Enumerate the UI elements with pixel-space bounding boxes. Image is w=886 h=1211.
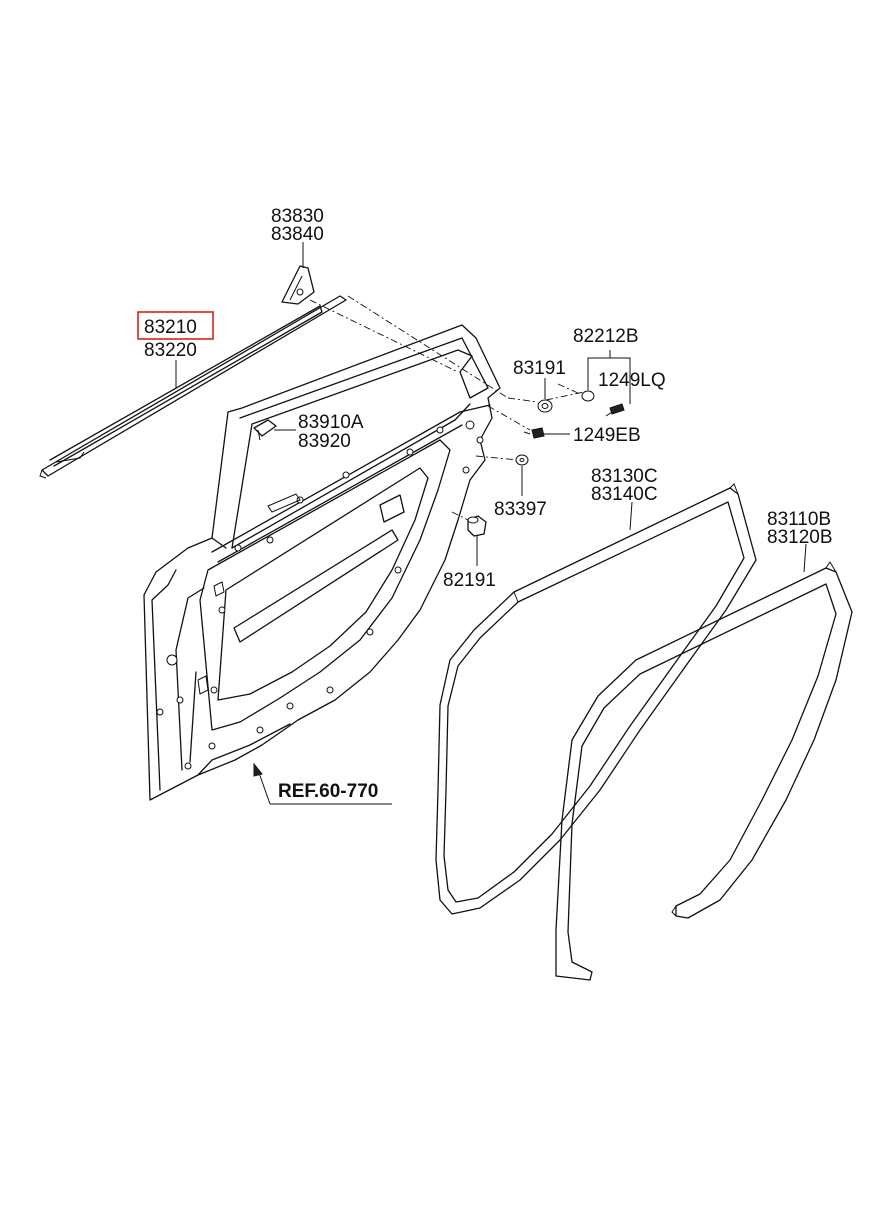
label-1249lq: 1249LQ bbox=[598, 370, 666, 391]
label-83210: 83210 bbox=[144, 317, 197, 338]
door-weatherstrip-83130c bbox=[435, 483, 757, 915]
screw-1249lq bbox=[605, 403, 625, 417]
label-82191: 82191 bbox=[443, 570, 496, 591]
label-83397: 83397 bbox=[494, 499, 547, 520]
screw-1249eb bbox=[523, 427, 545, 439]
delta-moulding bbox=[281, 265, 315, 305]
label-83840: 83840 bbox=[271, 224, 324, 245]
grommet-83191 bbox=[537, 399, 553, 413]
ref-arrow bbox=[253, 762, 392, 805]
rear-door-panel bbox=[143, 324, 501, 801]
reference-label: REF.60-770 bbox=[278, 781, 378, 802]
bracket-83910a bbox=[253, 419, 277, 441]
belt-weatherstrip bbox=[39, 295, 347, 479]
label-83110b: 83110B bbox=[767, 509, 831, 530]
label-83910a: 83910A bbox=[298, 412, 364, 433]
label-83191: 83191 bbox=[513, 358, 566, 379]
label-82212b: 82212B bbox=[573, 326, 639, 347]
label-83920: 83920 bbox=[298, 431, 351, 452]
label-83140c: 83140C bbox=[591, 484, 658, 505]
label-1249eb: 1249EB bbox=[573, 425, 641, 446]
label-83130c: 83130C bbox=[591, 466, 658, 487]
label-83220: 83220 bbox=[144, 340, 197, 361]
highlight-box bbox=[137, 311, 214, 340]
washer-83397 bbox=[515, 454, 529, 466]
label-83120b: 83120B bbox=[767, 527, 833, 548]
bumper-82191 bbox=[467, 515, 487, 537]
label-83830: 83830 bbox=[271, 206, 324, 227]
body-weatherstrip-83110b bbox=[555, 561, 853, 981]
clip-82212b bbox=[581, 390, 595, 402]
